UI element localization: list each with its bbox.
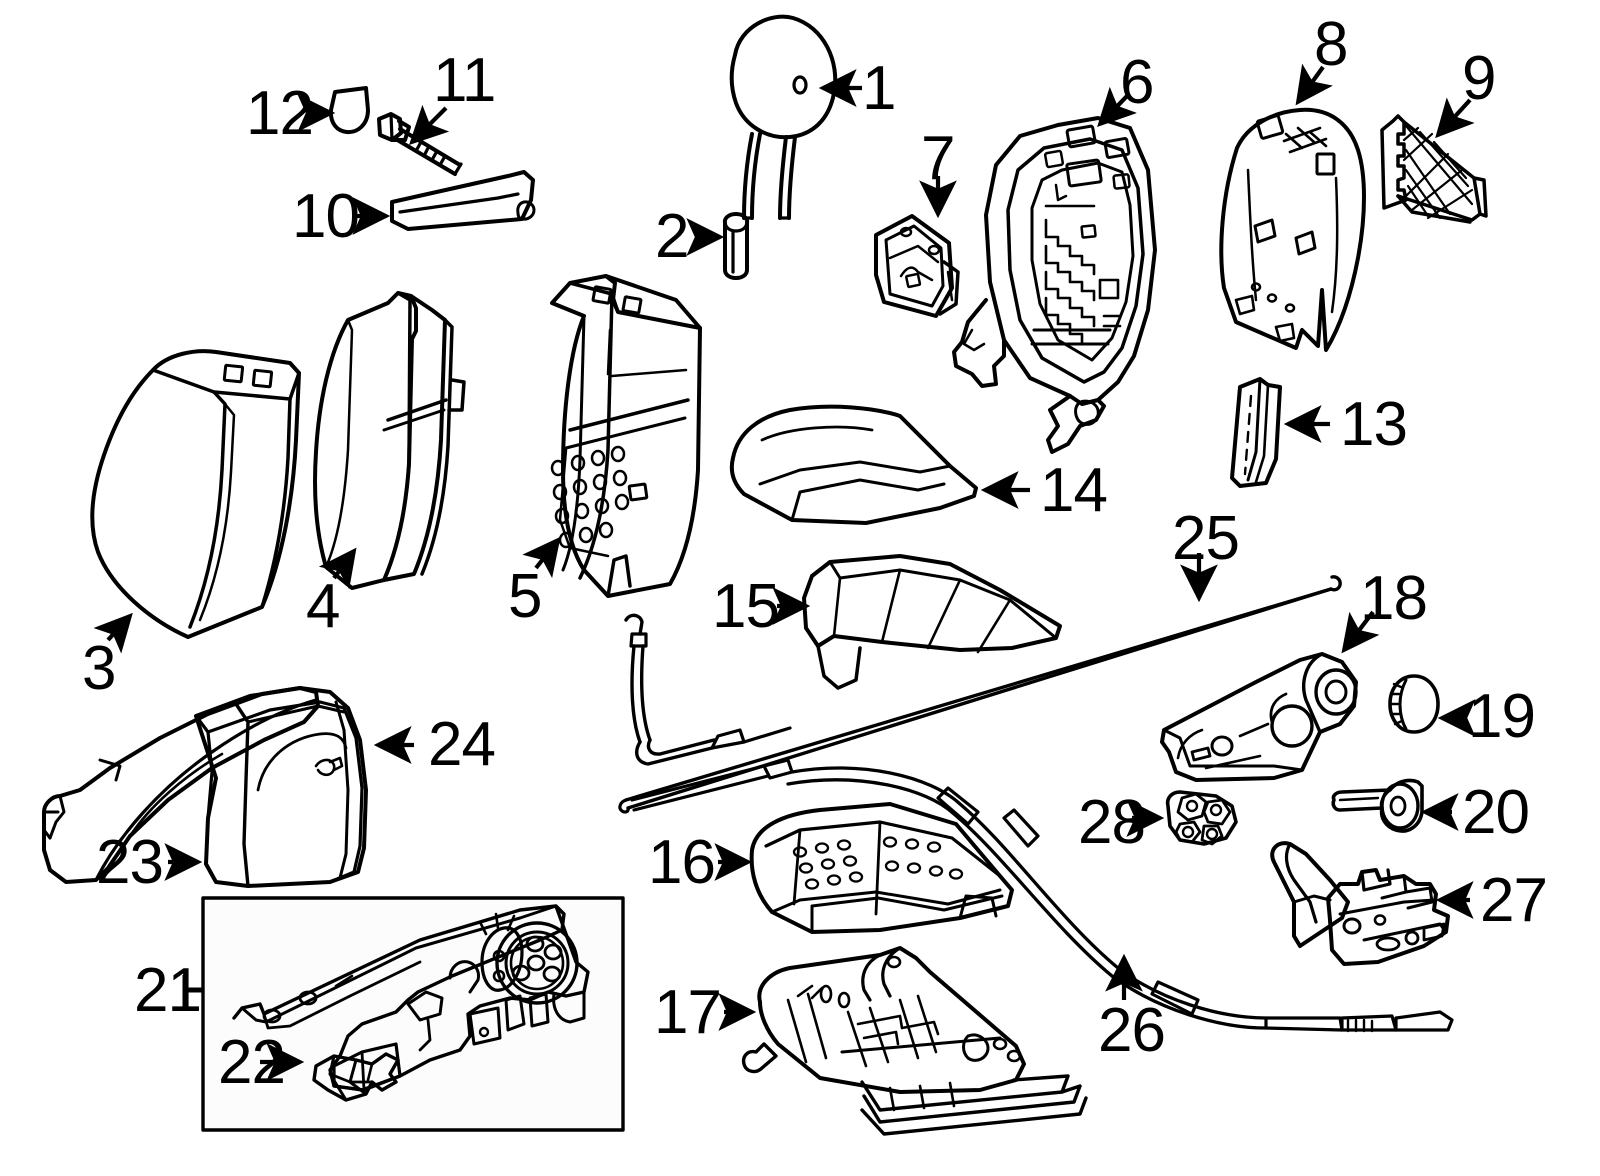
part-seat-cable-upper (624, 613, 792, 766)
callout-9[interactable]: 9 (1462, 44, 1496, 113)
callout-22[interactable]: 22 (218, 1028, 286, 1097)
callout-11[interactable]: 11 (433, 46, 496, 115)
part-hex-bolt (377, 112, 463, 176)
callout-23[interactable]: 23 (96, 828, 164, 897)
leader-18 (1341, 610, 1380, 654)
part-seat-cushion-frame (741, 946, 1088, 1136)
callout-8[interactable]: 8 (1314, 10, 1348, 79)
part-seatback-panel (1219, 107, 1366, 352)
part-recliner-bracket (1160, 652, 1358, 782)
part-lever-knob (1331, 778, 1424, 833)
part-seat-cushion-pad (802, 554, 1062, 690)
part-seat-cushion-foam-vent (749, 802, 1014, 934)
part-storage-net (1380, 114, 1488, 224)
callout-28[interactable]: 28 (1078, 788, 1146, 857)
leader-6 (1097, 86, 1137, 128)
leader-11 (409, 104, 450, 145)
callout-13[interactable]: 13 (1340, 390, 1408, 459)
callout-17[interactable]: 17 (654, 978, 722, 1047)
callout-18[interactable]: 18 (1360, 564, 1428, 633)
leader-4 (318, 547, 357, 590)
callout-12[interactable]: 12 (246, 79, 314, 148)
part-latch-release-lever (1270, 841, 1450, 966)
leader-9 (1435, 97, 1475, 139)
part-seatback-frame (952, 116, 1157, 454)
part-seatback-cushion-outer (90, 349, 301, 639)
part-seatback-pad (313, 291, 466, 590)
part-bolt-cap (328, 86, 370, 135)
callout-20[interactable]: 20 (1462, 778, 1530, 847)
part-seatback-side-trim-cover (194, 686, 368, 888)
callout-1[interactable]: 1 (862, 54, 896, 123)
callout-27[interactable]: 27 (1480, 866, 1548, 935)
callout-7[interactable]: 7 (921, 124, 955, 193)
leader-3 (93, 612, 133, 654)
part-electrical-connector (312, 1052, 400, 1102)
callout-14[interactable]: 14 (1040, 456, 1108, 525)
callout-6[interactable]: 6 (1120, 48, 1154, 117)
callout-3[interactable]: 3 (82, 634, 116, 703)
part-adjuster-knob (1388, 674, 1440, 734)
leader-5 (522, 536, 561, 579)
callout-5[interactable]: 5 (508, 562, 542, 631)
part-control-module (874, 214, 960, 318)
part-recliner-handle (390, 170, 536, 231)
part-seatback-foam-ventilated (550, 274, 702, 598)
callout-25[interactable]: 25 (1172, 504, 1240, 573)
part-head-restraint (729, 14, 838, 220)
part-seatback-trim-lower (42, 686, 320, 884)
callout-10[interactable]: 10 (292, 182, 360, 251)
part-seat-cable-lower (630, 758, 1454, 1033)
part-trim-strip (1230, 377, 1282, 488)
callout-15[interactable]: 15 (712, 572, 780, 641)
callout-2[interactable]: 2 (655, 202, 689, 271)
callout-4[interactable]: 4 (306, 572, 340, 641)
callout-19[interactable]: 19 (1468, 682, 1536, 751)
leader-arrows (93, 63, 1476, 1081)
callout-16[interactable]: 16 (648, 828, 716, 897)
leader-8 (1295, 63, 1333, 106)
part-guide-sleeve (722, 212, 750, 280)
part-seat-cushion-cover (729, 404, 978, 525)
part-cable-guide-clip (1165, 790, 1238, 846)
part-height-adjuster-assembly (232, 904, 590, 1092)
callout-21[interactable]: 21 (134, 956, 202, 1025)
callout-24[interactable]: 24 (428, 710, 496, 779)
callout-26[interactable]: 26 (1098, 996, 1166, 1065)
